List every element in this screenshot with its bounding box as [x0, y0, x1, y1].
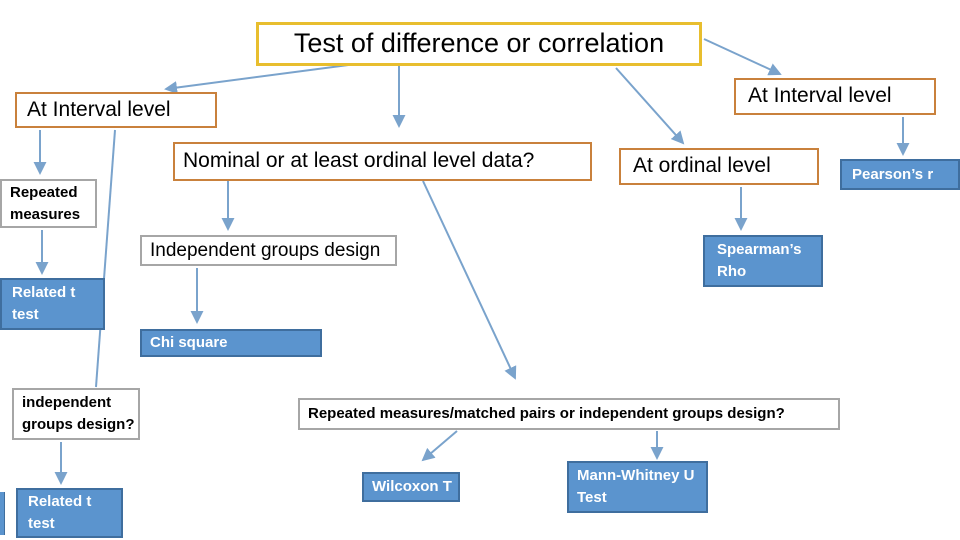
- node-chi-square: Chi square: [140, 329, 322, 357]
- node-at-ordinal-level: At ordinal level: [619, 148, 819, 185]
- node-title: Test of difference or correlation: [256, 22, 702, 66]
- node-at-interval-level-left: At Interval level: [15, 92, 217, 128]
- node-independent-groups-question: independent groups design?: [12, 388, 140, 440]
- edge-title-to-interval-right: [703, 38, 782, 76]
- node-at-interval-level-right: At Interval level: [734, 78, 936, 115]
- edge-interval-left-to-independent-groups-question: [95, 129, 116, 388]
- node-related-t-test-upper: Related t test: [0, 278, 105, 330]
- node-mann-whitney-u-test: Mann-Whitney U Test: [567, 461, 708, 513]
- node-nominal-or-ordinal-question: Nominal or at least ordinal level data?: [173, 142, 592, 181]
- edge-title-to-interval-left: [164, 63, 357, 95]
- node-repeated-measures: Repeated measures: [0, 179, 97, 228]
- edge-repeated-matched-to-wilcoxon-t: [421, 430, 458, 462]
- node-independent-groups-design: Independent groups design: [140, 235, 397, 266]
- node-spearmans-rho: Spearman’s Rho: [703, 235, 823, 287]
- partial-box-left-edge: [0, 492, 5, 535]
- node-related-t-test-lower: Related t test: [16, 488, 123, 538]
- node-repeated-matched-question: Repeated measures/matched pairs or indep…: [298, 398, 840, 430]
- node-pearsons-r: Pearson’s r: [840, 159, 960, 190]
- node-wilcoxon-t: Wilcoxon T: [362, 472, 460, 502]
- edge-nominal-to-repeated-matched-question: [422, 180, 517, 380]
- edge-title-to-ordinal-level: [615, 67, 685, 145]
